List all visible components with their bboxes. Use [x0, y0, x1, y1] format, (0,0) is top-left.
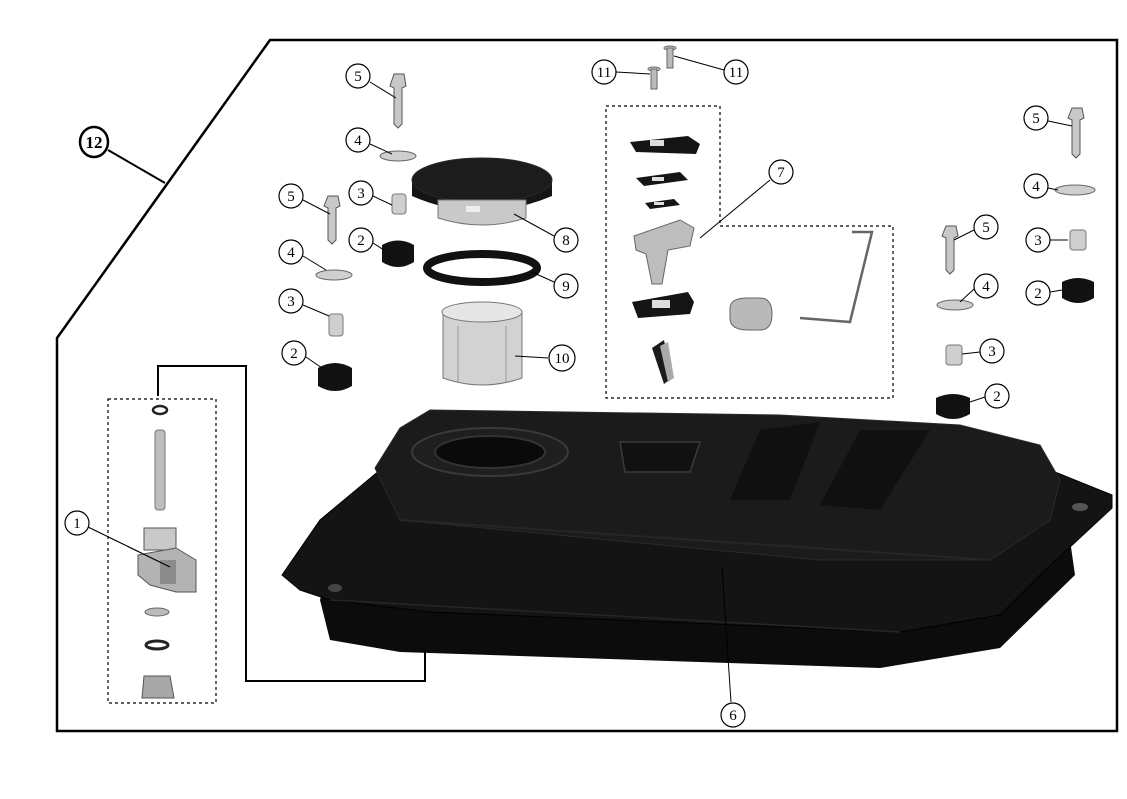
filler-gasket	[423, 250, 541, 286]
fuel-tank	[281, 409, 1113, 668]
assembly-boundary	[55, 38, 1119, 733]
callout-4a: 4	[345, 127, 393, 155]
svg-text:1: 1	[73, 516, 81, 532]
svg-text:11: 11	[729, 65, 743, 81]
svg-text:2: 2	[1034, 286, 1042, 302]
svg-text:2: 2	[993, 389, 1001, 405]
svg-text:5: 5	[982, 220, 990, 236]
callout-10: 10	[514, 344, 576, 372]
callout-5b: 5	[278, 183, 331, 215]
filler-strainer	[441, 301, 523, 386]
svg-text:2: 2	[290, 346, 298, 362]
svg-text:4: 4	[354, 133, 362, 149]
mount-stack-c	[936, 225, 974, 419]
callout-3c: 3	[961, 338, 1005, 364]
svg-text:4: 4	[1032, 179, 1040, 195]
callout-11b: 11	[673, 55, 749, 85]
mount-stack-a	[379, 73, 417, 267]
fuel-sender-parts	[630, 136, 874, 384]
petcock-group-box	[107, 398, 217, 704]
callout-6: 6	[720, 567, 746, 728]
svg-text:4: 4	[287, 245, 295, 261]
callout-3d: 3	[1025, 227, 1068, 253]
callout-4c: 4	[959, 273, 999, 303]
svg-text:2: 2	[357, 233, 365, 249]
svg-text:3: 3	[988, 344, 996, 360]
callout-12: 12	[78, 125, 166, 184]
svg-text:3: 3	[1034, 233, 1042, 249]
sender-screws	[647, 45, 677, 90]
callout-1: 1	[64, 510, 171, 568]
callout-2a: 2	[348, 227, 385, 253]
svg-text:12: 12	[86, 133, 103, 152]
svg-text:3: 3	[287, 294, 295, 310]
svg-text:5: 5	[1032, 111, 1040, 127]
svg-text:9: 9	[562, 279, 570, 295]
callout-9: 9	[531, 271, 579, 299]
filler-cap	[411, 157, 553, 226]
svg-text:5: 5	[354, 69, 362, 85]
callout-8: 8	[513, 213, 579, 253]
svg-text:4: 4	[982, 279, 990, 295]
callout-2d: 2	[1025, 280, 1063, 306]
petcock-parts	[137, 404, 197, 699]
callout-5c: 5	[953, 214, 999, 241]
svg-text:6: 6	[729, 708, 737, 724]
callout-4d: 4	[1023, 173, 1059, 199]
callout-7: 7	[699, 159, 794, 239]
svg-text:3: 3	[357, 186, 365, 202]
callout-4b: 4	[278, 239, 327, 271]
callout-3b: 3	[278, 288, 330, 317]
callout-5d: 5	[1023, 105, 1073, 131]
sender-group-box	[605, 105, 894, 399]
svg-text:8: 8	[562, 233, 570, 249]
callout-11a: 11	[591, 59, 651, 85]
callout-2b: 2	[281, 340, 323, 369]
svg-text:7: 7	[777, 165, 785, 181]
fuel-line	[157, 365, 426, 682]
mount-stack-b	[315, 195, 353, 391]
svg-text:5: 5	[287, 189, 295, 205]
svg-text:11: 11	[597, 65, 611, 81]
callout-3a: 3	[348, 180, 393, 206]
mount-stack-d	[1054, 107, 1096, 303]
svg-text:10: 10	[555, 351, 570, 367]
callout-2c: 2	[969, 383, 1010, 409]
callout-5a: 5	[345, 63, 397, 99]
